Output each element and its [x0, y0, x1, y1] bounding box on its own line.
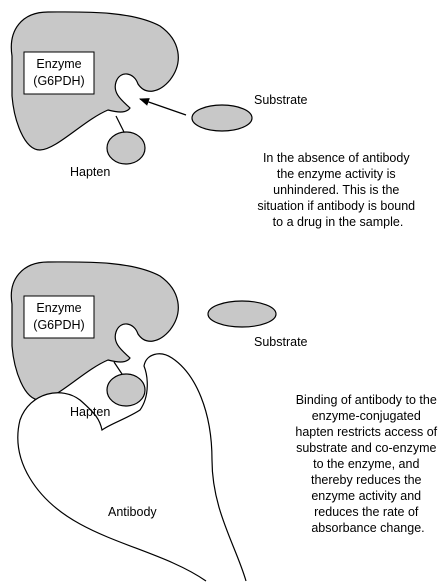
antibody-label: Antibody — [108, 505, 157, 519]
svg-text:(G6PDH): (G6PDH) — [33, 74, 84, 88]
substrate-arrow — [140, 99, 186, 115]
bottom-desc-line1: Binding of antibody to the — [296, 393, 437, 407]
svg-text:Binding of antibody to the: Binding of antibody to the enzyme-conjug… — [295, 393, 440, 535]
substrate-label: Substrate — [254, 335, 308, 349]
svg-text:Enzyme: Enzyme — [36, 57, 81, 71]
hapten-label: Hapten — [70, 165, 110, 179]
bottom-desc-line9: absorbance change. — [311, 521, 424, 535]
top-desc-line4: situation if antibody is bound — [257, 199, 415, 213]
top-desc-line1: In the absence of antibody — [263, 151, 410, 165]
enzyme-label-line2: (G6PDH) — [33, 74, 84, 88]
panel-top: Enzyme (G6PDH) Hapten Substrate In the a… — [11, 12, 418, 229]
substrate-shape — [192, 105, 252, 131]
enzyme-label-line1: Enzyme — [36, 57, 81, 71]
hapten-shape — [107, 374, 145, 406]
svg-text:Enzyme: Enzyme — [36, 301, 81, 315]
bottom-desc-line7: enzyme activity and — [311, 489, 421, 503]
svg-text:(G6PDH): (G6PDH) — [33, 318, 84, 332]
top-desc-line2: the enzyme activity is — [277, 167, 396, 181]
bottom-desc-line4: substrate and co-enzyme — [296, 441, 436, 455]
bottom-desc-line2: enzyme-conjugated — [312, 409, 421, 423]
svg-text:In the absence of antibody: In the absence of antibody the enzyme ac… — [257, 151, 418, 229]
top-desc-line5: to a drug in the sample. — [273, 215, 404, 229]
bottom-desc-line3: hapten restricts access of — [295, 425, 437, 439]
hapten-linker — [114, 362, 122, 374]
bottom-desc-line6: thereby reduces the — [311, 473, 422, 487]
panel-bottom: Enzyme (G6PDH) Hapten Substrate Antibody… — [11, 262, 440, 581]
hapten-shape — [107, 132, 145, 164]
hapten-linker — [116, 116, 124, 132]
enzyme-label-line2: (G6PDH) — [33, 318, 84, 332]
bottom-desc-line8: reduces the rate of — [314, 505, 419, 519]
substrate-shape — [208, 301, 276, 327]
bottom-desc-line5: to the enzyme, and — [313, 457, 419, 471]
top-desc-line3: unhindered. This is the — [273, 183, 399, 197]
enzyme-label-line1: Enzyme — [36, 301, 81, 315]
substrate-label: Substrate — [254, 93, 308, 107]
hapten-label: Hapten — [70, 405, 110, 419]
